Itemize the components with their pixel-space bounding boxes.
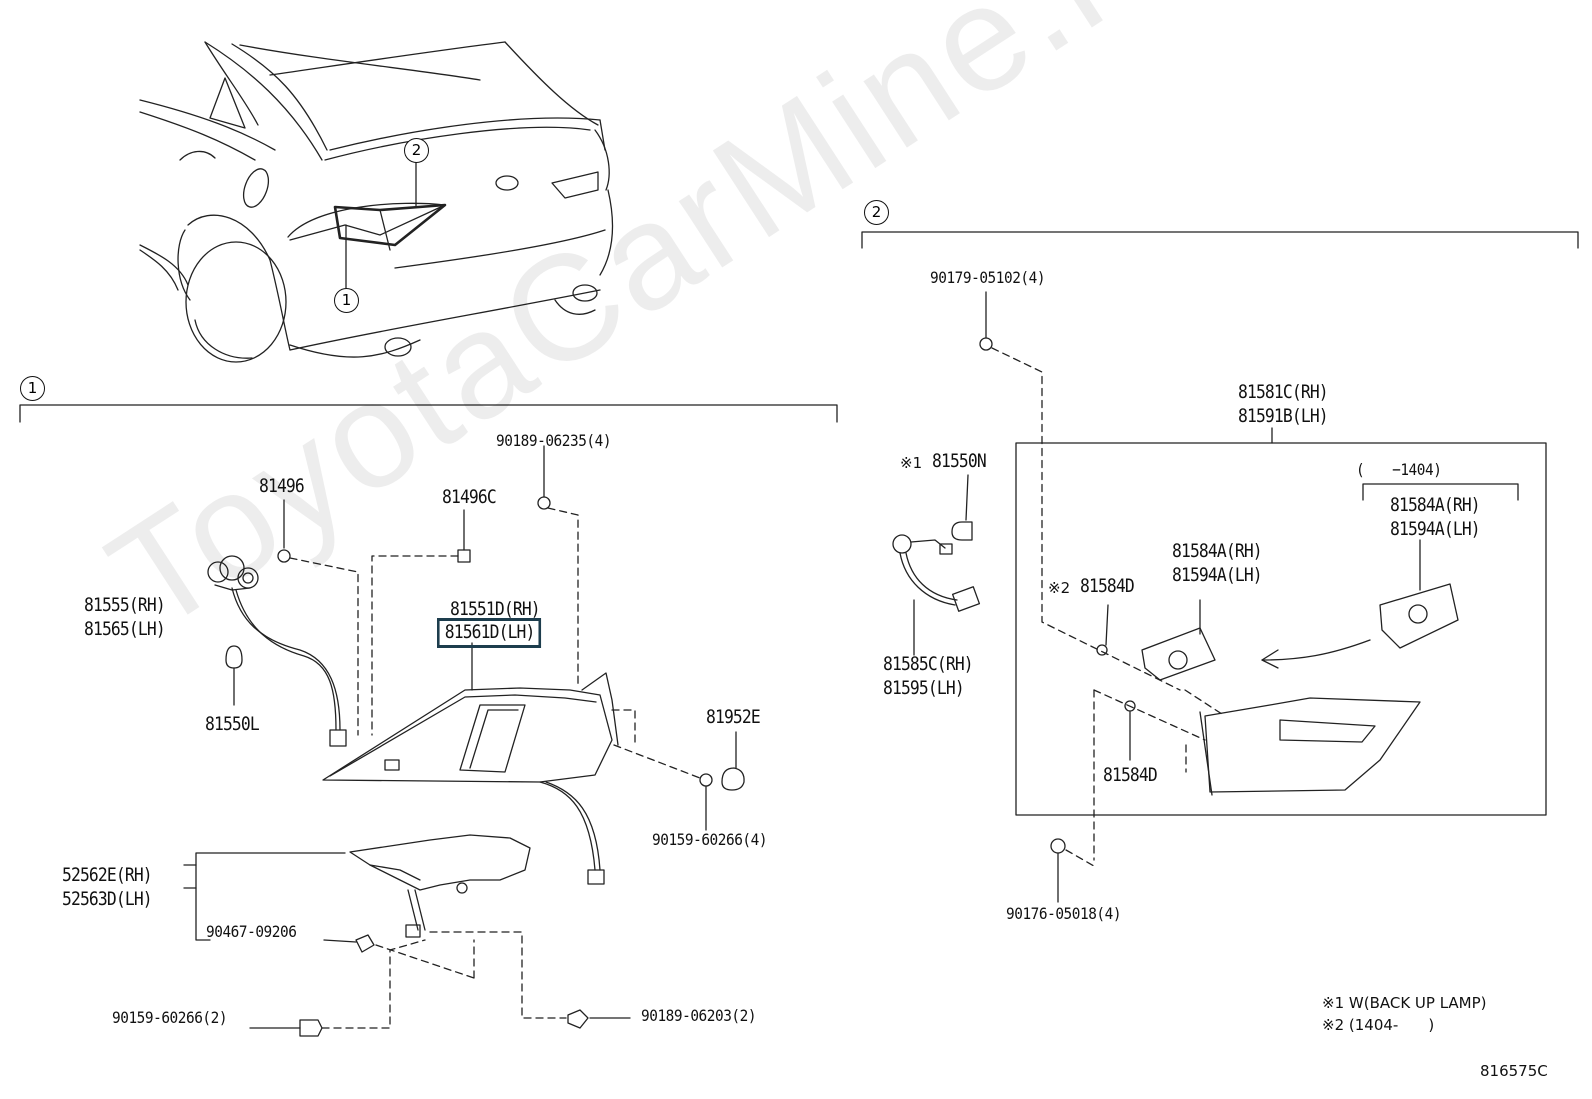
grommet-81496c [371, 509, 471, 736]
section1-bracket [19, 404, 838, 423]
label-81581c[interactable]: 81581C(RH) [1238, 381, 1329, 403]
bracket-52562e [349, 834, 531, 938]
bolt-90159-60266-2 [249, 939, 426, 1037]
clip-90467-09206 [323, 934, 475, 979]
label-81594a-lh-right[interactable]: 81594A(LH) [1390, 518, 1481, 540]
label-81555[interactable]: 81555(RH) [84, 594, 166, 616]
label-81952e[interactable]: 81952E [706, 706, 761, 728]
nut-90159-60266-4 [613, 744, 713, 831]
grommet-81496 [277, 499, 359, 736]
inner-lamp-81581c [1093, 689, 1421, 861]
callout-1: 1 [334, 288, 359, 313]
socket-harness-81555 [207, 555, 347, 747]
callout-2: 2 [404, 138, 429, 163]
label-81565[interactable]: 81565(LH) [84, 618, 166, 640]
lamp-assembly-box [1015, 442, 1547, 816]
label-90189-06235[interactable]: 90189-06235(4) [496, 431, 612, 450]
label-81584a-rh-right[interactable]: 81584A(RH) [1390, 494, 1481, 516]
section2-marker: 2 [864, 200, 889, 225]
label-90176-05018[interactable]: 90176-05018(4) [1006, 904, 1122, 923]
label-81496[interactable]: 81496 [259, 475, 305, 497]
car-rear-illustration [139, 41, 614, 363]
label-90159-60266-2[interactable]: 90159-60266(2) [112, 1008, 228, 1027]
label-81496c[interactable]: 81496C [442, 486, 497, 508]
label-81594a-lh-left[interactable]: 81594A(LH) [1172, 564, 1263, 586]
footnote-2: ※2 (1404- ) [1322, 1016, 1435, 1034]
label-81584a-rh-left[interactable]: 81584A(RH) [1172, 540, 1263, 562]
socket-harness-81585c [892, 534, 981, 656]
label-81584d-top[interactable]: 81584D [1080, 575, 1135, 597]
screw-90189-06203-2 [429, 931, 631, 1029]
cap-81952e [721, 731, 745, 791]
section1-marker: 1 [20, 376, 45, 401]
label-90159-60266-4[interactable]: 90159-60266(4) [652, 830, 768, 849]
label-90179-05102[interactable]: 90179-05102(4) [930, 268, 1046, 287]
label-81561d-highlighted[interactable]: 81561D(LH) [437, 618, 542, 648]
label-52563d[interactable]: 52563D(LH) [62, 888, 153, 910]
screw-90189-06235 [537, 445, 579, 689]
bulb-81550l [225, 645, 243, 706]
gasket-81584a-right [1261, 539, 1459, 669]
footnote-1: ※1 W(BACK UP LAMP) [1322, 994, 1487, 1012]
washer-81584d-bottom [1124, 700, 1136, 761]
bulb-81550n [951, 474, 973, 541]
label-81585c[interactable]: 81585C(RH) [883, 653, 974, 675]
label-81591b[interactable]: 81591B(LH) [1238, 405, 1329, 427]
label-81550l[interactable]: 81550L [205, 713, 260, 735]
label-81551d[interactable]: 81551D(RH) [450, 598, 541, 620]
gasket-81584a-left [1141, 599, 1216, 681]
label-81584d-bottom[interactable]: 81584D [1103, 764, 1158, 786]
section2-bracket [861, 231, 1579, 249]
label-81595[interactable]: 81595(LH) [883, 677, 965, 699]
label-52562e[interactable]: 52562E(RH) [62, 864, 153, 886]
range-label: ( −1404) [1356, 460, 1442, 479]
bolt-90176-05018 [1050, 838, 1095, 903]
label-90189-06203[interactable]: 90189-06203(2) [641, 1006, 757, 1025]
screw-90179-05102 [979, 291, 1181, 691]
diagram-id: 816575C [1480, 1062, 1548, 1080]
label-81550n[interactable]: 81550N [932, 450, 987, 472]
label-90467-09206[interactable]: 90467-09206 [206, 922, 297, 941]
washer-81584d-top [1096, 604, 1109, 656]
tail-lamp-81551d [322, 642, 636, 885]
note-mark-2: ※2 [1048, 579, 1071, 597]
note-mark-1: ※1 [900, 454, 923, 472]
